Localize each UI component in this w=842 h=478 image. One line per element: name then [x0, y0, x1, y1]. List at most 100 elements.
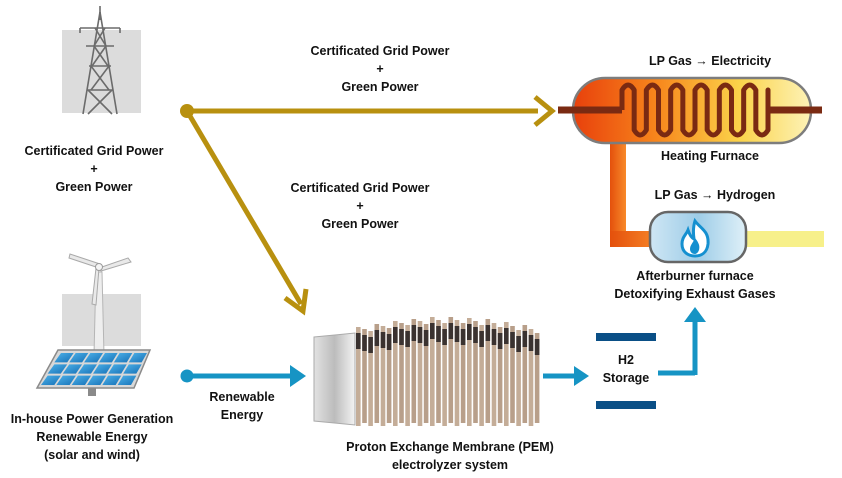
solar-cell [117, 375, 137, 385]
solar-cell [87, 375, 107, 385]
pem-plate [497, 327, 503, 423]
grid-to-furnace-line2: Green Power [341, 80, 419, 94]
pem-plate [510, 326, 515, 423]
pem-line1: Proton Exchange Membrane (PEM) [346, 440, 554, 454]
solar-cell [69, 353, 89, 363]
solar-cell [56, 375, 76, 385]
afterburner-label: Afterburner furnace Detoxifying Exhaust … [590, 267, 800, 303]
pem-plate-membrane [491, 329, 497, 345]
pem-plate-membrane [485, 325, 491, 341]
pem-plate-membrane [497, 333, 503, 349]
pem-plate [454, 320, 460, 426]
grid-power-arrows [180, 95, 556, 316]
pem-plate [405, 325, 410, 426]
solar-cell [47, 364, 68, 374]
solar-cell [54, 353, 74, 363]
grid-to-pem-plus: + [356, 199, 364, 213]
h2-storage-icon [596, 333, 656, 409]
pem-plate [534, 333, 540, 423]
pem-plate-membrane [516, 336, 521, 352]
grid-source-line1: Certificated Grid Power [24, 144, 164, 158]
grid-to-furnace-plus: + [376, 62, 384, 76]
pem-plate-membrane [504, 328, 509, 344]
pem-plate-membrane [460, 329, 466, 345]
renewable-line1: Renewable [209, 390, 275, 404]
grid-to-pem-line2: Green Power [321, 217, 399, 231]
solar-cell [84, 353, 103, 363]
solar-cell [93, 364, 112, 374]
pem-plate [399, 323, 404, 423]
solar-cell [123, 364, 142, 374]
pem-plate-membrane [399, 329, 404, 345]
grid-to-furnace-line1: Certificated Grid Power [310, 44, 450, 58]
grid-to-pem-line1: Certificated Grid Power [290, 181, 430, 195]
pem-plate-membrane [374, 330, 380, 346]
heating-furnace-process: LP Gas → Electricity [648, 54, 772, 68]
pem-plate [516, 330, 521, 426]
pem-plate-membrane [386, 334, 392, 350]
storage-to-afterburner-arrow [658, 307, 706, 376]
pem-plate [374, 324, 380, 423]
heating-furnace-name-label: Heating Furnace [630, 147, 790, 165]
pem-plate-membrane [528, 335, 534, 351]
pem-plate-membrane [522, 331, 528, 347]
transmission-tower-icon [62, 6, 141, 115]
afterburner-line2: Detoxifying Exhaust Gases [614, 287, 776, 301]
renewable-energy-label: Renewable Energy [190, 388, 294, 424]
pem-plate [522, 325, 528, 423]
heating-furnace-top-label: LP Gas → Electricity [620, 52, 800, 70]
pem-plate-membrane [405, 331, 410, 347]
pem-plate [417, 321, 423, 426]
pem-plate [460, 323, 466, 423]
exhaust-pipe [742, 231, 824, 247]
afterburner-top-label: LP Gas → Hydrogen [635, 186, 795, 204]
renewable-energy-arrow [180, 365, 306, 387]
pem-plate [411, 319, 417, 423]
pem-plate-membrane [411, 325, 417, 341]
solar-cell [62, 364, 83, 374]
heating-furnace-name: Heating Furnace [661, 149, 759, 163]
pem-plate [393, 321, 398, 426]
solar-cell [77, 364, 97, 374]
pem-plate-membrane [442, 329, 447, 345]
wind-turbine-icon [62, 253, 141, 356]
solar-cell [71, 375, 91, 385]
pem-plate-membrane [479, 331, 484, 347]
pem-plate-membrane [436, 326, 441, 342]
pem-plate [491, 323, 497, 426]
pem-plate-membrane [510, 332, 515, 348]
pem-plate [423, 324, 429, 423]
pem-plate-membrane [356, 333, 361, 349]
pem-plate [473, 321, 478, 423]
pem-plate [356, 327, 361, 426]
pem-plate-membrane [368, 337, 373, 353]
pem-plate [528, 329, 534, 426]
pem-electrolyzer-icon [313, 317, 540, 426]
pem-plate-membrane [454, 326, 460, 342]
pem-plate [436, 320, 441, 423]
pem-plate [504, 322, 509, 426]
inhouse-line3: (solar and wind) [44, 448, 140, 462]
pem-to-storage-arrow [543, 366, 589, 386]
pem-line2: electrolyzer system [391, 458, 509, 472]
solar-cell [41, 375, 61, 385]
inhouse-generation-label: In-house Power Generation Renewable Ener… [0, 410, 184, 464]
pem-plate-membrane [417, 327, 423, 343]
grid-to-pem-label: Certificated Grid Power + Green Power [260, 179, 460, 233]
afterburner-process: LP Gas → Hydrogen [654, 188, 776, 202]
grid-source-plus: + [90, 162, 98, 176]
grid-source-line2: Green Power [55, 180, 133, 194]
h2-storage-label: H2 Storage [596, 351, 656, 387]
pem-plate [386, 328, 392, 423]
storage-line2: Storage [602, 371, 650, 385]
heating-furnace-icon [558, 76, 822, 145]
pem-plate-membrane [534, 339, 540, 355]
grid-source-label: Certificated Grid Power + Green Power [2, 142, 186, 196]
inhouse-line1: In-house Power Generation [10, 412, 174, 426]
pem-plate [448, 317, 454, 423]
storage-line1: H2 [618, 353, 634, 367]
pem-plate [380, 326, 386, 426]
pem-plate-membrane [362, 335, 367, 351]
pem-plate-membrane [430, 323, 435, 339]
